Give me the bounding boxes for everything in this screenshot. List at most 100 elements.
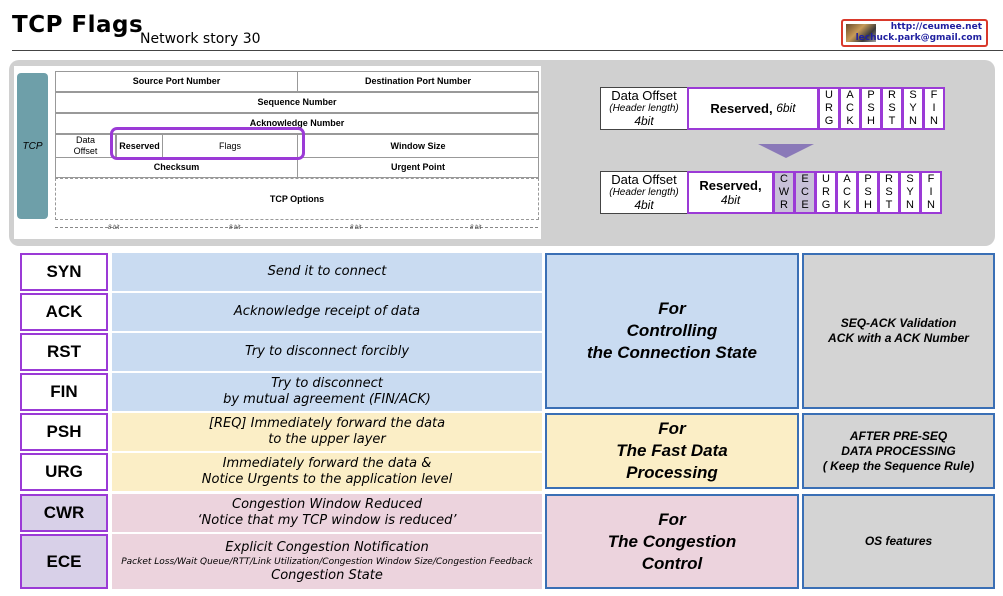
note-line: DATA PROCESSING <box>841 443 956 458</box>
data-offset-note: (Header length) <box>609 103 679 114</box>
flag-desc-line: Packet Loss/Wait Queue/RTT/Link Utilizat… <box>121 556 533 567</box>
flag-name-fin: FIN <box>20 373 108 411</box>
reserved-title: Reserved, <box>699 177 762 193</box>
flag-bit-letter: H <box>864 199 872 211</box>
sequence-cell: Sequence Number <box>55 92 539 113</box>
flag-bit-letter: T <box>888 115 896 127</box>
flag-desc-urg: Immediately forward the data &Notice Urg… <box>112 453 542 491</box>
flag-bit-letter: N <box>927 199 935 211</box>
bit-label: 8 bit <box>229 225 241 231</box>
bit-label: 8 bit <box>108 225 120 231</box>
flag-bit-letter: F <box>930 89 938 101</box>
note-line: AFTER PRE-SEQ <box>849 428 948 443</box>
flag-name-rst: RST <box>20 333 108 371</box>
data-offset-note: (Header length) <box>609 187 679 198</box>
flag-bit-letter: U <box>825 89 833 101</box>
bit-label: 8 bit <box>350 225 362 231</box>
flag-desc-line: [REQ] Immediately forward the data <box>208 416 446 431</box>
tcp-options-cell: TCP Options <box>55 178 539 220</box>
data-offset-box-old: Data Offset (Header length) 4bit <box>600 87 688 130</box>
title-divider <box>12 50 1003 51</box>
reserved-title: Reserved, <box>710 101 773 116</box>
flag-name-ece: ECE <box>20 534 108 589</box>
bit-label: 8 bit <box>470 225 482 231</box>
flag-name-ack: ACK <box>20 293 108 331</box>
flag-desc-line: Try to disconnect forcibly <box>244 344 410 359</box>
flag-bit-letter: T <box>885 199 893 211</box>
group-line: For <box>658 509 686 529</box>
flag-desc-ack: Acknowledge receipt of data <box>112 293 542 331</box>
reserved-cell: Reserved <box>116 134 163 158</box>
dest-port-cell: Destination Port Number <box>297 71 539 92</box>
group-line: For <box>658 299 686 318</box>
flag-bit-letter: U <box>822 173 830 185</box>
flag-bit-letter: C <box>801 186 809 198</box>
flag-bit-letter: P <box>864 173 872 185</box>
group-line: Controlling <box>626 321 718 340</box>
reserved-box-new: Reserved, 4bit <box>687 171 774 214</box>
flag-bit-letter: Y <box>909 102 917 114</box>
author-url[interactable]: http://ceumee.net <box>890 22 982 32</box>
flag-bit-letter: I <box>929 186 933 198</box>
flag-bit-letter: A <box>843 173 851 185</box>
flag-bit-letter: K <box>846 115 854 127</box>
data-offset-line1: Data <box>75 135 95 145</box>
flag-bit-letter: S <box>906 173 914 185</box>
flag-bit-letter: R <box>885 173 893 185</box>
urgent-point-cell: Urgent Point <box>297 157 539 178</box>
source-port-cell: Source Port Number <box>55 71 298 92</box>
data-offset-box-new: Data Offset (Header length) 4bit <box>600 171 688 214</box>
group-text: For The Congestion Control <box>608 509 736 575</box>
tcp-label: TCP <box>17 73 48 219</box>
flag-desc-rst: Try to disconnect forcibly <box>112 333 542 371</box>
group-line: For <box>658 419 686 438</box>
flag-bit-letter: E <box>801 173 809 185</box>
flag-desc-line: Send it to connect <box>267 264 387 279</box>
flag-desc-line: Congestion Window Reduced <box>232 497 422 512</box>
author-badge: http://ceumee.net lechuck.park@gmail.com <box>841 19 988 47</box>
flag-name-urg: URG <box>20 453 108 491</box>
flag-bit-letter: A <box>846 89 854 101</box>
flag-desc-line: Immediately forward the data & <box>222 456 432 471</box>
data-offset-size: 4bit <box>634 114 654 128</box>
flag-bit-letter: F <box>927 173 935 185</box>
note-os-features: OS features <box>802 494 995 589</box>
flag-bit-letter: I <box>932 102 936 114</box>
flag-bit-letter: S <box>864 186 872 198</box>
data-offset-title: Data Offset <box>611 88 677 103</box>
reserved-box-old: Reserved, 6bit <box>687 87 819 130</box>
flag-name-syn: SYN <box>20 253 108 291</box>
flag-desc-line: Notice Urgents to the application level <box>201 472 453 487</box>
bit-ruler <box>55 227 538 233</box>
flag-bit-letter: K <box>843 199 851 211</box>
group-connection-state: For Controlling the Connection State <box>545 253 799 409</box>
author-email[interactable]: lechuck.park@gmail.com <box>855 33 982 43</box>
flag-desc-line: by mutual agreement (FIN/ACK) <box>223 392 431 407</box>
flag-bit-letter: R <box>822 186 830 198</box>
note-text: SEQ-ACK Validation ACK with a ACK Number <box>828 316 969 346</box>
flag-bit-letter: P <box>867 89 875 101</box>
flags-highlight <box>110 127 305 160</box>
flag-desc-line: Congestion State <box>271 567 383 583</box>
group-line: The Fast Data <box>616 441 728 460</box>
flag-bit-letter: S <box>885 186 893 198</box>
group-line: the Connection State <box>586 343 757 362</box>
data-offset-cell: Data Offset <box>55 134 116 158</box>
flag-bit-letter: E <box>801 199 809 211</box>
flag-bit-letter: N <box>906 199 914 211</box>
note-text: AFTER PRE-SEQ DATA PROCESSING ( Keep the… <box>823 429 974 474</box>
data-offset-line2: Offset <box>73 146 98 156</box>
flag-bit-letter: R <box>780 199 788 211</box>
flags-cell: Flags <box>162 134 298 158</box>
